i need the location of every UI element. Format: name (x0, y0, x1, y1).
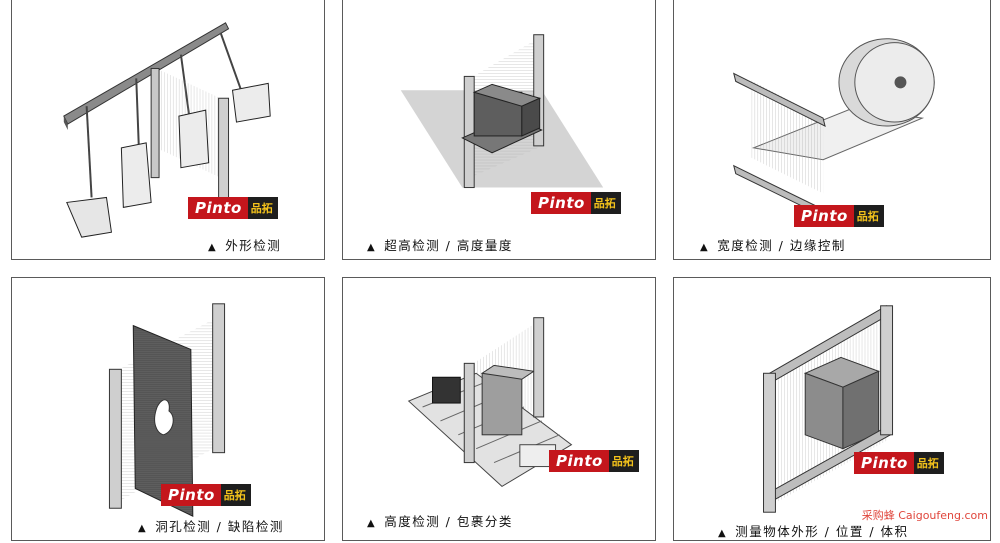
roll-edge-illustration (733, 38, 935, 219)
triangle-marker-icon: ▲ (367, 518, 377, 529)
panel-caption: ▲超高检测 / 高度量度 (367, 238, 513, 253)
panel-width-detection: Pinto 品拓 ▲宽度检测 / 边缘控制 (673, 0, 991, 260)
conveyor-parcels-illustration (407, 317, 573, 488)
car-door-hanger-illustration (63, 22, 271, 238)
panel-volume-measurement: Pinto 品拓 ▲测量物体外形 / 位置 / 体积 (673, 277, 991, 541)
panel-caption: ▲高度检测 / 包裹分类 (367, 514, 513, 529)
pinto-logo: Pinto 品拓 (794, 205, 884, 227)
panel-parcel-sorting: Pinto 品拓 ▲高度检测 / 包裹分类 (342, 277, 656, 541)
logo-latin: Pinto (531, 192, 591, 214)
pinto-logo: Pinto 品拓 (531, 192, 621, 214)
watermark: 采购蜂 Caigoufeng.com (859, 507, 990, 523)
triangle-marker-icon: ▲ (138, 523, 148, 534)
logo-chinese: 品拓 (220, 484, 251, 506)
panel-caption: ▲洞孔检测 / 缺陷检测 (138, 519, 284, 534)
logo-latin: Pinto (854, 452, 914, 474)
frame-box-illustration (763, 305, 894, 513)
pinto-logo: Pinto 品拓 (188, 197, 278, 219)
pinto-logo: Pinto 品拓 (161, 484, 251, 506)
pinto-logo: Pinto 品拓 (854, 452, 944, 474)
panel-profile-detection: Pinto 品拓 ▲外形检测 (11, 0, 325, 260)
pallet-height-illustration (400, 34, 604, 189)
logo-latin: Pinto (161, 484, 221, 506)
panel-hole-detection: Pinto 品拓 ▲洞孔检测 / 缺陷检测 (11, 277, 325, 541)
board-hole-illustration (108, 303, 226, 517)
panel-caption: ▲测量物体外形 / 位置 / 体积 (718, 524, 909, 539)
triangle-marker-icon: ▲ (208, 242, 218, 253)
pinto-logo: Pinto 品拓 (549, 450, 639, 472)
logo-chinese: 品拓 (247, 197, 278, 219)
panel-caption: ▲外形检测 (208, 238, 282, 253)
logo-latin: Pinto (549, 450, 609, 472)
logo-latin: Pinto (794, 205, 854, 227)
logo-chinese: 品拓 (913, 452, 944, 474)
triangle-marker-icon: ▲ (700, 242, 710, 253)
triangle-marker-icon: ▲ (718, 528, 728, 539)
logo-chinese: 品拓 (853, 205, 884, 227)
logo-chinese: 品拓 (608, 450, 639, 472)
triangle-marker-icon: ▲ (367, 242, 377, 253)
logo-latin: Pinto (188, 197, 248, 219)
panel-caption: ▲宽度检测 / 边缘控制 (700, 238, 846, 253)
logo-chinese: 品拓 (590, 192, 621, 214)
panel-height-detection: Pinto 品拓 ▲超高检测 / 高度量度 (342, 0, 656, 260)
